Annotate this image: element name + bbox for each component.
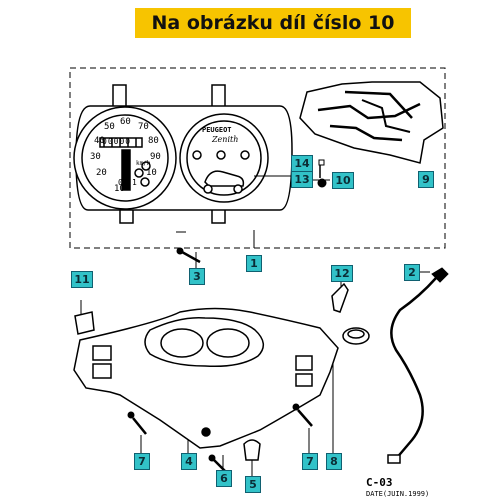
callout-14: 14 xyxy=(291,155,313,172)
part-number-banner: Na obrázku díl číslo 10 xyxy=(135,8,411,38)
speedo-tick-90: 90 xyxy=(150,152,161,162)
callout-3: 3 xyxy=(189,268,205,285)
speedo-tick-30: 30 xyxy=(90,152,101,162)
callout-9: 9 xyxy=(418,171,434,188)
leader-lines xyxy=(80,175,430,476)
callout-1: 1 xyxy=(246,255,262,272)
callout-2: 2 xyxy=(404,264,420,281)
speedo-tick-40: 40 xyxy=(94,136,105,146)
bulb-socket xyxy=(317,159,327,188)
model-script: Zenith xyxy=(212,135,239,144)
bracket-part-11 xyxy=(74,311,95,335)
screw-part-7-left xyxy=(127,411,147,435)
callout-6: 6 xyxy=(216,470,232,487)
callout-12: 12 xyxy=(331,265,353,282)
speedo-tick-70: 70 xyxy=(138,122,149,132)
date-stamp: DATE(JUIN.1999) xyxy=(366,490,430,498)
bracket-part-12 xyxy=(331,282,349,313)
front-panel xyxy=(73,307,339,449)
speedometer-cable xyxy=(387,267,449,464)
instrument-cluster xyxy=(73,84,293,233)
callout-7-left: 7 xyxy=(134,453,150,470)
screw-part-7-right xyxy=(292,403,313,427)
callout-7-right: 7 xyxy=(302,453,318,470)
callout-11: 11 xyxy=(71,271,93,288)
speedo-tick-60: 60 xyxy=(120,117,131,127)
speedo-tick-10: 10 xyxy=(114,184,125,194)
speedo-tick-80: 80 xyxy=(148,136,159,146)
callout-10: 10 xyxy=(332,172,354,189)
callout-4: 4 xyxy=(181,453,197,470)
callout-8: 8 xyxy=(326,453,342,470)
speedo-tick-100: 10 xyxy=(146,168,157,178)
grommet-part-8 xyxy=(342,327,370,345)
clip-part-5 xyxy=(243,439,261,461)
callout-13: 13 xyxy=(291,171,313,188)
brand-logo: PEUGEOT xyxy=(202,126,232,134)
fuel-label-full: 1 xyxy=(132,178,137,187)
speedo-tick-50: 50 xyxy=(104,122,115,132)
assembly-dashed-frame xyxy=(69,67,446,249)
speedo-tick-20: 20 xyxy=(96,168,107,178)
speed-unit: km/h xyxy=(136,160,151,167)
callout-5: 5 xyxy=(245,476,261,493)
odometer: 00000 xyxy=(102,137,132,146)
page-code: C-03 xyxy=(366,476,393,489)
screw-part-3 xyxy=(176,247,201,264)
fuel-label-empty: 0 xyxy=(118,178,123,187)
wiring-harness xyxy=(299,81,444,164)
